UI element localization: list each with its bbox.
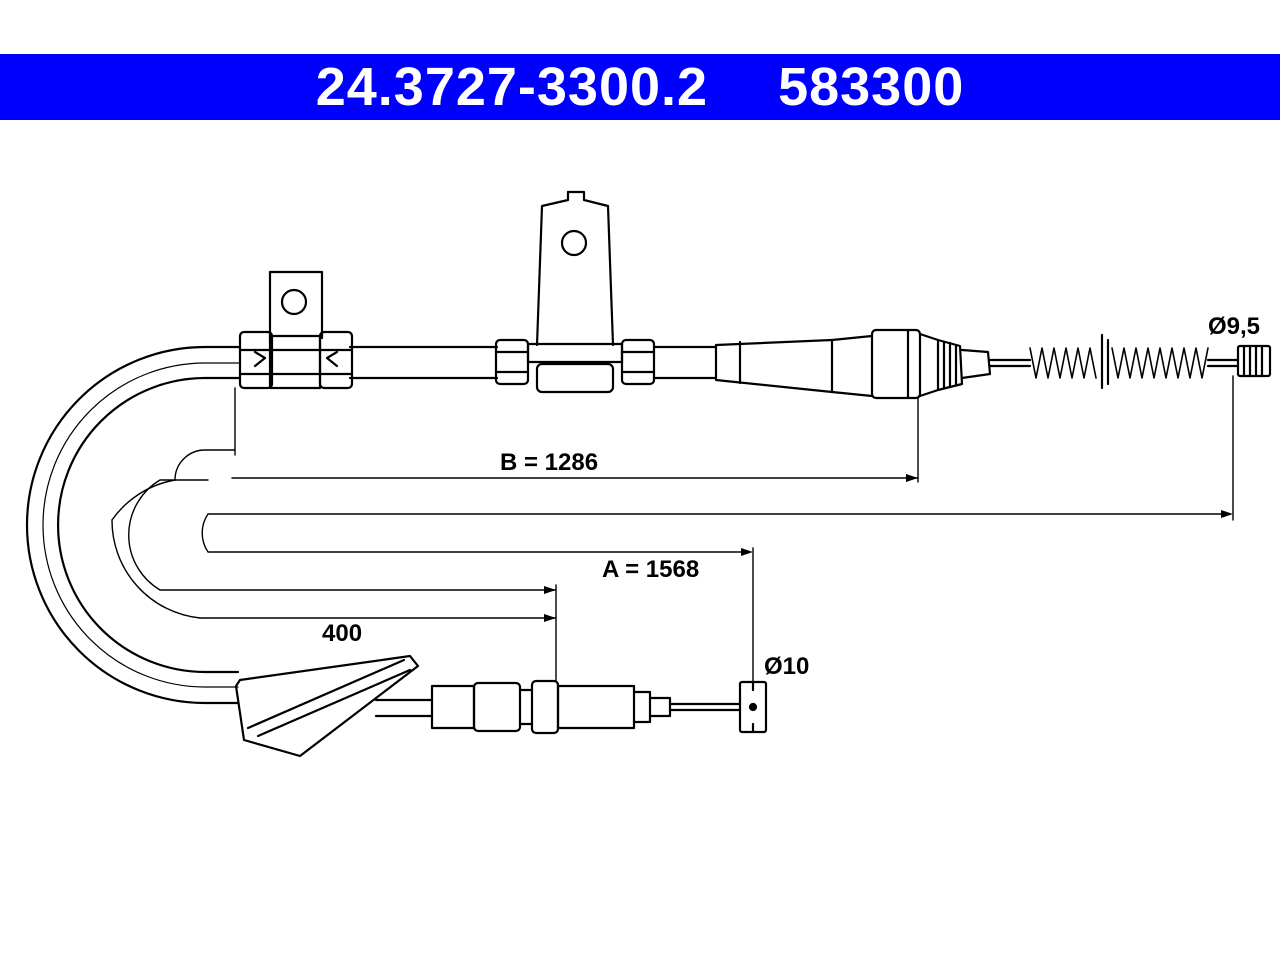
left-clip <box>238 270 354 390</box>
dimension-400-label: 400 <box>322 620 362 647</box>
cable-sheath <box>25 345 242 705</box>
title-bar: 24.3727-3300.2 583300 <box>0 54 1280 120</box>
lower-end-fitting <box>234 654 768 758</box>
dimension-a-label: A = 1568 <box>602 556 699 583</box>
dimension-b-label: B = 1286 <box>500 449 598 476</box>
center-bracket <box>494 190 656 394</box>
dimension-arrows <box>544 474 1233 622</box>
right-inner-cable <box>988 333 1272 390</box>
right-ferrule <box>714 328 992 400</box>
article-number: 24.3727-3300.2 <box>315 57 709 117</box>
upper-sheath <box>348 345 718 380</box>
diameter-right-label: Ø9,5 <box>1208 313 1260 340</box>
reference-number: 583300 <box>778 57 965 117</box>
dimension-lines <box>111 375 1234 683</box>
diameter-left-label: Ø10 <box>764 653 809 680</box>
